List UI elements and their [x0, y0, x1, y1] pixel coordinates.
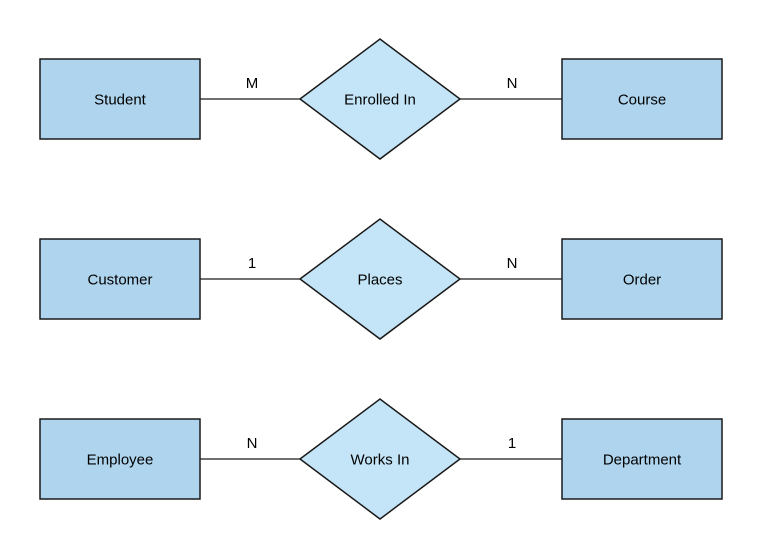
- entity-student-box: [39, 58, 201, 140]
- cardinality-label-right: N: [507, 255, 518, 272]
- er-row-student-course: Student Enrolled In Course M N: [39, 38, 723, 160]
- cardinality-label-right: N: [507, 75, 518, 92]
- cardinality-label-left: M: [246, 75, 259, 92]
- er-row-customer-order: Customer Places Order 1 N: [39, 218, 723, 340]
- cardinality-label-left: N: [247, 435, 258, 452]
- entity-employee-box: [39, 418, 201, 500]
- entity-customer-label: Customer: [87, 271, 152, 288]
- relationship-places-diamond: [298, 218, 462, 340]
- relationship-works-in-diamond: [298, 398, 462, 520]
- entity-department-label: Department: [603, 451, 682, 468]
- relationship-enrolled-in-diamond: [298, 38, 462, 160]
- entity-customer-box: [39, 238, 201, 320]
- entity-department-box: [561, 418, 723, 500]
- entity-order-label: Order: [623, 271, 661, 288]
- cardinality-label-left: 1: [248, 255, 256, 272]
- er-row-employee-department: Employee Works In Department N 1: [39, 398, 723, 520]
- entity-course-box: [561, 58, 723, 140]
- entity-student-label: Student: [94, 91, 147, 108]
- relationship-works-in-label: Works In: [351, 451, 410, 468]
- entity-employee-label: Employee: [87, 451, 154, 468]
- entity-course-label: Course: [618, 91, 666, 108]
- cardinality-label-right: 1: [508, 435, 516, 452]
- relationship-enrolled-in-label: Enrolled In: [344, 91, 416, 108]
- relationship-places-label: Places: [357, 271, 402, 288]
- entity-order-box: [561, 238, 723, 320]
